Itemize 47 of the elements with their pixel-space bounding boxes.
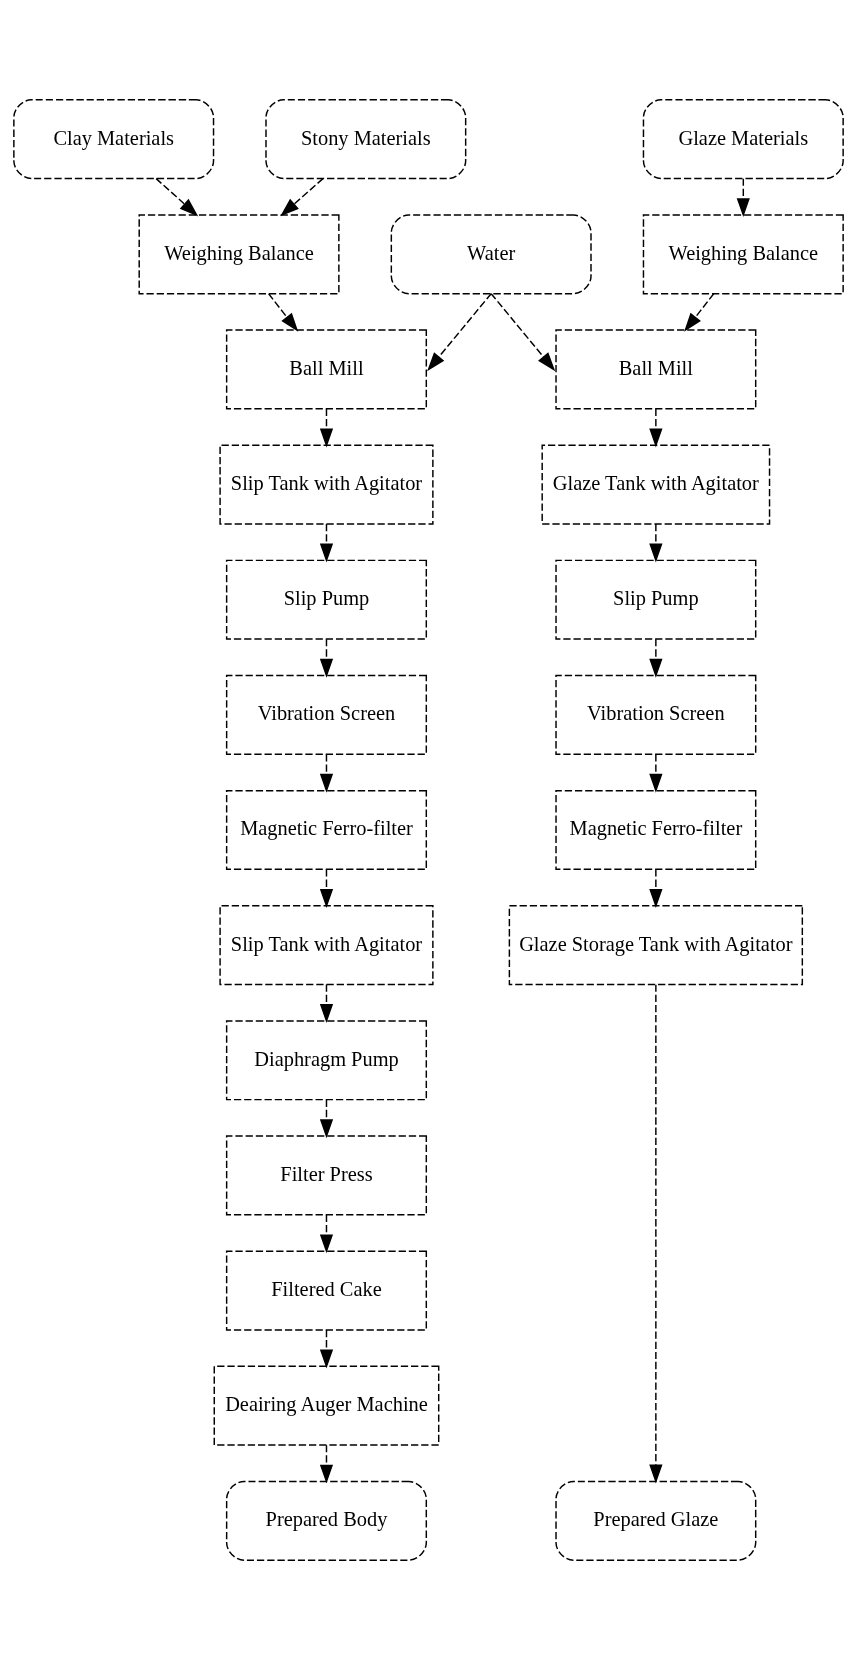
- node-box: Clay Materials: [13, 98, 215, 179]
- node-box: Slip Tank with Agitator: [219, 444, 434, 525]
- arrow: [319, 522, 334, 563]
- arrow: [490, 292, 556, 371]
- node-box: Diaphragm Pump: [225, 1019, 428, 1100]
- arrow: [736, 177, 750, 217]
- arrow: [319, 637, 334, 678]
- arrow: [649, 753, 663, 793]
- arrow: [319, 1443, 334, 1484]
- arrow: [319, 753, 334, 793]
- arrow: [319, 1098, 334, 1138]
- arrow: [427, 292, 492, 371]
- node-box: Filtered Cake: [225, 1249, 428, 1331]
- node-box: Slip Pump: [555, 559, 757, 640]
- node-box: Magnetic Ferro-filter: [225, 789, 428, 870]
- node-box: Magnetic Ferro-filter: [555, 789, 757, 870]
- node-box: Vibration Screen: [225, 674, 428, 755]
- node-box: Slip Tank with Agitator: [219, 904, 434, 985]
- arrow: [649, 522, 663, 563]
- node-box: Glaze Materials: [642, 98, 844, 179]
- node-box: Deairing Auger Machine: [213, 1365, 440, 1446]
- node-box: Weighing Balance: [642, 213, 844, 294]
- arrow: [319, 1213, 334, 1253]
- arrow: [319, 983, 334, 1023]
- node-box: Glaze Storage Tank with Agitator: [508, 904, 804, 985]
- arrow: [649, 983, 663, 1483]
- node-box: Vibration Screen: [555, 674, 757, 755]
- arrow: [649, 868, 663, 908]
- node-box: Water: [390, 213, 592, 294]
- node-box: Weighing Balance: [138, 213, 340, 294]
- node-box: Prepared Glaze: [555, 1480, 757, 1561]
- arrow: [267, 292, 299, 332]
- node-box: Stony Materials: [265, 98, 467, 179]
- arrow: [319, 407, 334, 447]
- arrow: [649, 407, 663, 447]
- arrow: [155, 177, 199, 216]
- node-box: Slip Pump: [225, 559, 428, 640]
- arrow: [280, 177, 324, 216]
- node-box: Ball Mill: [555, 328, 757, 410]
- node-box: Glaze Tank with Agitator: [541, 444, 771, 525]
- arrow: [319, 868, 334, 908]
- node-box: Ball Mill: [225, 328, 428, 410]
- node-box: Prepared Body: [225, 1480, 428, 1561]
- arrow: [319, 1328, 334, 1368]
- arrow: [649, 637, 663, 678]
- arrow: [684, 292, 715, 332]
- node-box: Filter Press: [225, 1134, 428, 1215]
